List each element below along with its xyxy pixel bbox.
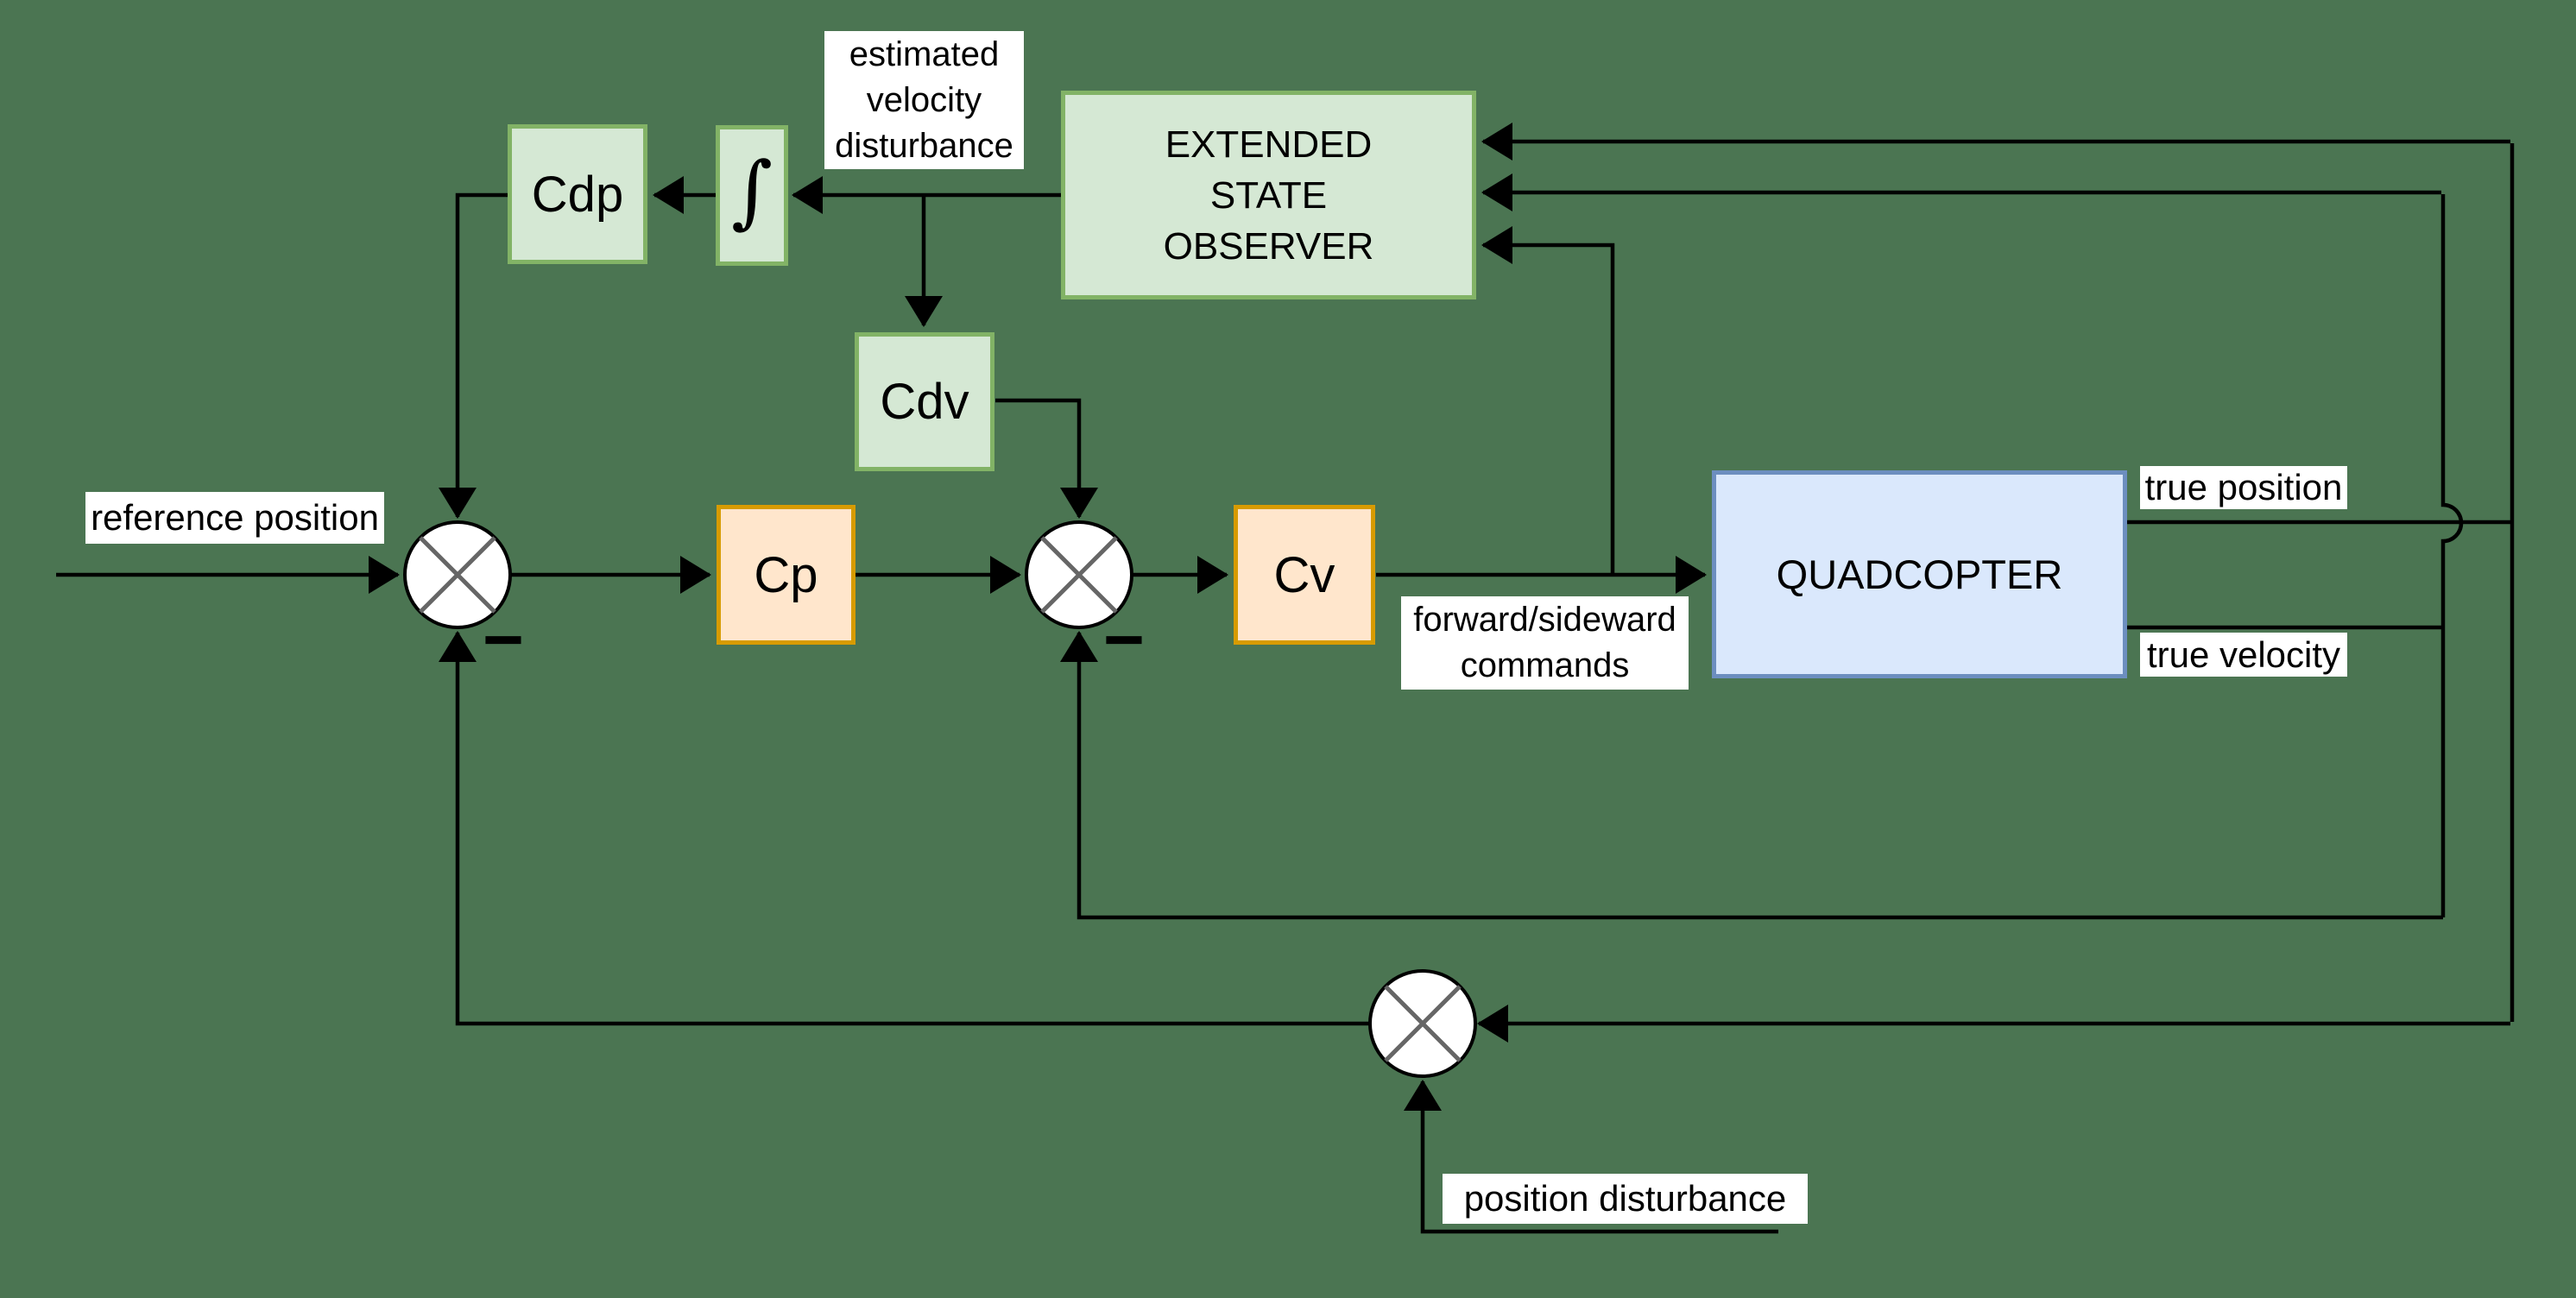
cdp-to-sum1-line bbox=[439, 192, 508, 519]
velocity-to-sum2-line bbox=[1060, 631, 2443, 920]
cv-controller-block: Cv bbox=[1234, 505, 1375, 645]
cv-label: Cv bbox=[1273, 546, 1335, 603]
sum1-minus-sign: − bbox=[483, 601, 524, 679]
eso-label-line3: OBSERVER bbox=[1163, 224, 1374, 268]
extended-state-observer-block: EXTENDED STATE OBSERVER bbox=[1061, 91, 1476, 299]
eso-label-line1: EXTENDED bbox=[1165, 123, 1373, 166]
evd-line3: disturbance bbox=[835, 126, 1013, 165]
position-error-sum-junction bbox=[403, 520, 512, 629]
cdp-gain-block: Cdp bbox=[508, 124, 647, 264]
integral-icon: ∫ bbox=[731, 145, 773, 237]
true-position-text: true position bbox=[2144, 467, 2343, 507]
position-disturbance-sum-junction bbox=[1368, 969, 1477, 1078]
quadcopter-block: QUADCOPTER bbox=[1712, 470, 2127, 678]
cdp-label: Cdp bbox=[531, 166, 624, 223]
evd-line2: velocity bbox=[866, 80, 982, 119]
fsc-line1: forward/sideward bbox=[1413, 601, 1676, 639]
command-to-eso-line bbox=[1481, 226, 1615, 573]
reference-position-label: reference position bbox=[85, 492, 384, 544]
integrator-block: ∫ bbox=[716, 125, 788, 266]
sum-junctions bbox=[403, 520, 1477, 1078]
evd-line1: estimated bbox=[849, 35, 1000, 73]
true-position-label: true position bbox=[2140, 466, 2347, 509]
reference-position-text: reference position bbox=[91, 497, 379, 538]
cp-controller-block: Cp bbox=[717, 505, 856, 645]
position-disturbance-text: position disturbance bbox=[1463, 1178, 1787, 1219]
cp-label: Cp bbox=[754, 546, 818, 603]
fsc-line2: commands bbox=[1460, 646, 1630, 684]
cdv-gain-block: Cdv bbox=[855, 332, 994, 471]
estimated-velocity-disturbance-label: estimated velocity disturbance bbox=[824, 31, 1024, 169]
true-velocity-label: true velocity bbox=[2140, 633, 2347, 677]
velocity-error-sum-junction bbox=[1025, 520, 1133, 629]
position-disturbance-line bbox=[1404, 1080, 1778, 1234]
sum3-to-sum1-line bbox=[439, 631, 1371, 1026]
forward-sideward-commands-label: forward/sideward commands bbox=[1401, 596, 1689, 690]
velocity-feedback-vertical bbox=[2440, 194, 2464, 917]
sum2-minus-sign: − bbox=[1103, 601, 1145, 679]
quadcopter-label: QUADCOPTER bbox=[1776, 551, 2063, 597]
position-disturbance-label: position disturbance bbox=[1443, 1174, 1808, 1224]
eso-label-line2: STATE bbox=[1209, 173, 1328, 217]
true-velocity-text: true velocity bbox=[2146, 633, 2341, 675]
cdv-to-sum2-line bbox=[995, 398, 1098, 519]
cdv-label: Cdv bbox=[880, 374, 969, 430]
